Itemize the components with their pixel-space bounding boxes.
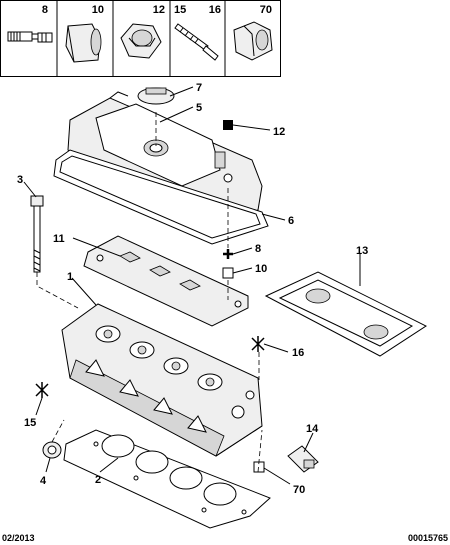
leader-16 (263, 343, 289, 353)
leader-15 (35, 397, 43, 416)
leader-10 (232, 267, 253, 274)
sleeve-icon (65, 23, 102, 63)
leader-12 (232, 124, 271, 131)
nut-icon (120, 23, 162, 59)
guide-line-4 (51, 419, 65, 443)
cylinder-head (61, 303, 263, 457)
header-label-15: 15 (174, 4, 186, 16)
plate-gasket (264, 271, 428, 357)
leader-3 (23, 181, 37, 198)
bolt-guide-line (36, 272, 79, 309)
callout-2: 2 (95, 474, 101, 486)
leader-14 (303, 432, 314, 453)
callout-1: 1 (67, 271, 73, 283)
callout-15: 15 (24, 417, 36, 429)
callout-4: 4 (40, 475, 47, 487)
leader-5 (159, 106, 194, 123)
leader-4 (45, 457, 51, 473)
leader-70 (263, 467, 291, 485)
stud-icon (7, 31, 53, 43)
callout-14: 14 (306, 423, 319, 435)
leader-8 (232, 247, 253, 255)
callout-11: 11 (53, 233, 65, 245)
header-label-70: 70 (260, 4, 272, 16)
header-label-8: 8 (42, 4, 48, 16)
cross-symbol-8 (223, 249, 233, 259)
cover-gasket-inner (59, 155, 261, 239)
leader-7 (169, 86, 194, 97)
header-label-12: 12 (153, 4, 165, 16)
callout-7: 7 (196, 82, 202, 94)
guide-line-70 (257, 429, 263, 473)
head-gasket (63, 429, 271, 529)
filled-square-symbol-12 (223, 120, 233, 130)
leader-2 (99, 457, 119, 473)
callout-5: 5 (196, 102, 202, 114)
temperature-sensor (287, 445, 319, 473)
leader-6 (261, 213, 286, 221)
callout-10: 10 (255, 263, 267, 275)
callout-6: 6 (288, 215, 294, 227)
baffle-plate (83, 235, 249, 327)
square-symbol-10 (222, 267, 234, 279)
star-symbol-15 (35, 382, 49, 398)
callout-12: 12 (273, 126, 285, 138)
header-parts-strip: 8 10 12 15 16 70 (0, 0, 281, 77)
header-label-16: 16 (209, 4, 221, 16)
callout-16: 16 (292, 347, 304, 359)
star-symbol-16 (251, 336, 265, 352)
callout-70: 70 (293, 484, 305, 496)
filler-cap (137, 87, 175, 105)
footer-reference: 00015765 (408, 533, 448, 543)
cover-gasket (53, 149, 269, 245)
seal-ring (42, 441, 62, 459)
callout-8: 8 (255, 243, 261, 255)
screw-icon (174, 23, 219, 61)
head-bolt (30, 195, 44, 273)
leader-1 (71, 277, 97, 306)
header-label-10: 10 (92, 4, 104, 16)
damper-icon (233, 21, 273, 61)
callout-3: 3 (17, 174, 23, 186)
leader-11 (72, 237, 121, 257)
callout-13: 13 (356, 245, 368, 257)
footer-date: 02/2013 (2, 533, 35, 543)
